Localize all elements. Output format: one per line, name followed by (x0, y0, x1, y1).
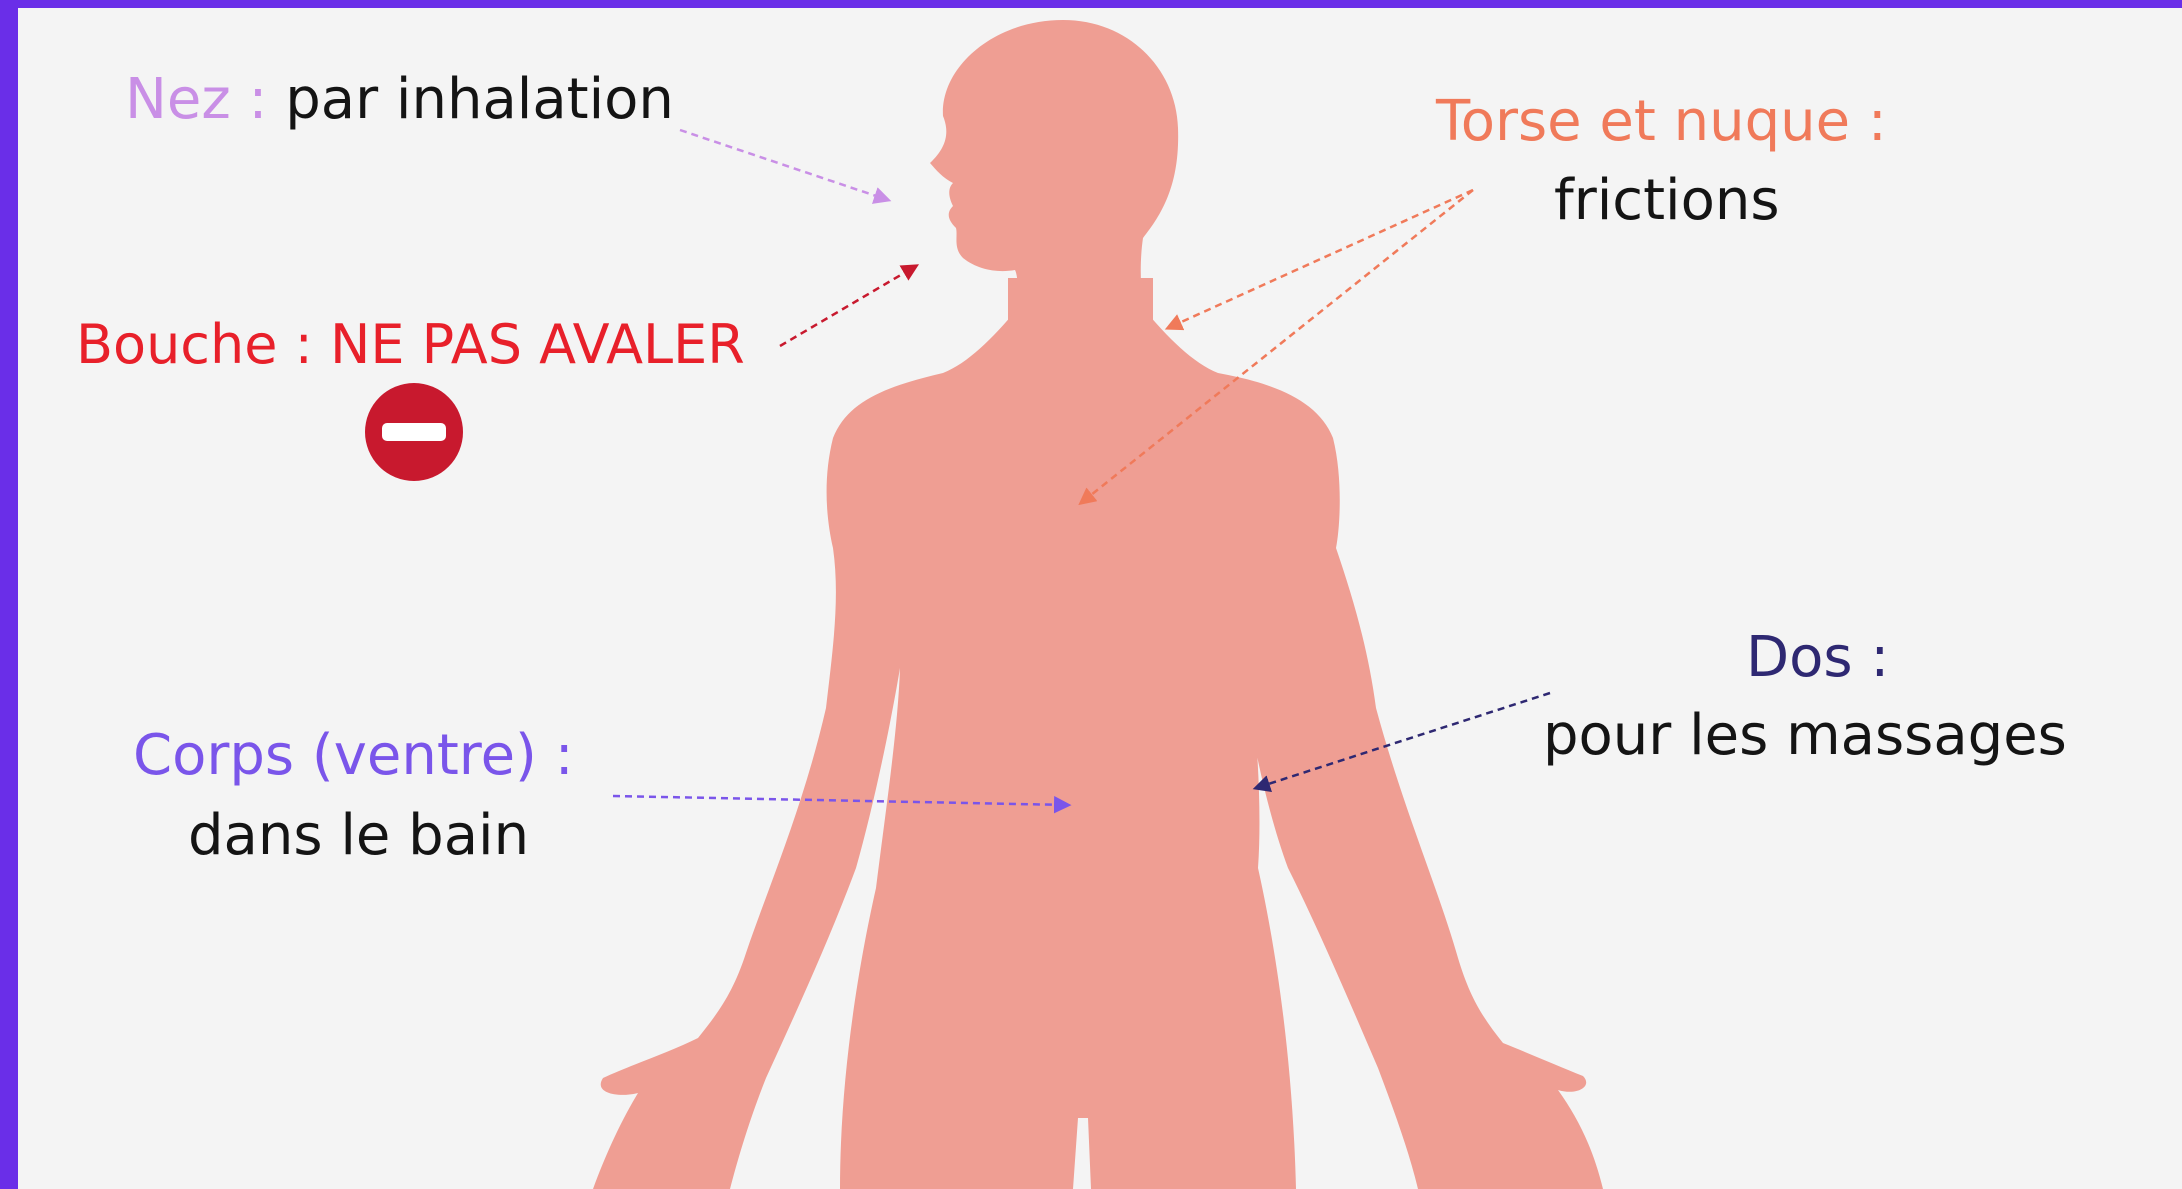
torse-title: Torse et nuque : (1436, 94, 1887, 150)
dos-title: Dos : (1746, 630, 1889, 686)
nez-arrow (680, 130, 888, 200)
corps-title: Corps (ventre) : (133, 728, 574, 784)
nez-label: Nez : par inhalation (125, 72, 674, 128)
corps-text: dans le bain (188, 808, 529, 864)
nez-title: Nez : (125, 67, 267, 132)
bouche-arrow (780, 266, 916, 346)
no-entry-icon (365, 383, 463, 481)
bouche-label: Bouche : NE PAS AVALER (76, 318, 745, 372)
diagram-canvas: Nez : par inhalation Bouche : NE PAS AVA… (18, 8, 2182, 1189)
dos-text: pour les massages (1543, 708, 2067, 764)
nez-text: par inhalation (285, 67, 674, 132)
human-body-silhouette-icon (593, 20, 1603, 1189)
torse-text: frictions (1554, 173, 1780, 229)
body-diagram (18, 8, 2182, 1189)
torse-arrow-nuque (1168, 190, 1473, 328)
